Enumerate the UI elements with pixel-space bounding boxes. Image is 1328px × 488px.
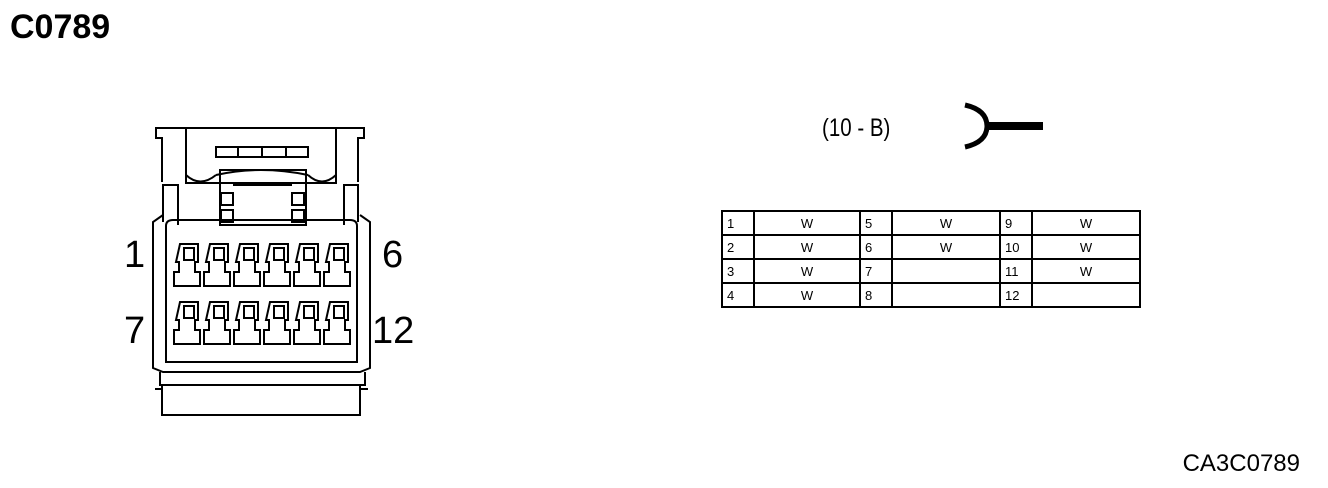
- pin-number: 9: [999, 210, 1033, 236]
- cavity-lock: [183, 305, 195, 319]
- terminal-cavity: [263, 243, 291, 287]
- pin-label-12: 12: [372, 310, 415, 352]
- terminal-cavity: [233, 243, 261, 287]
- cavity-lock: [333, 247, 345, 261]
- pin-wire-color: [891, 258, 1001, 284]
- pin-wire-color: W: [753, 234, 861, 260]
- cavity-lock: [243, 305, 255, 319]
- pin-wire-color: W: [1031, 258, 1141, 284]
- pin-wire-color: W: [753, 258, 861, 284]
- terminal-cavity: [173, 301, 201, 345]
- pin-number: 7: [859, 258, 893, 284]
- pin-wire-color: W: [753, 282, 861, 308]
- pin-number: 1: [721, 210, 755, 236]
- cavity-lock: [333, 305, 345, 319]
- cavity-lock: [183, 247, 195, 261]
- female-terminal-icon: [964, 102, 1043, 150]
- connector-face-icon: [152, 127, 371, 416]
- pin-number: 2: [721, 234, 755, 260]
- terminal-cavity: [293, 301, 321, 345]
- reference-label: (10 - B): [822, 114, 891, 142]
- cavity-lock: [213, 305, 225, 319]
- cavity-lock: [303, 247, 315, 261]
- terminal-cavity: [323, 243, 351, 287]
- terminal-cavity: [173, 243, 201, 287]
- cavity-lock: [273, 305, 285, 319]
- pin-wire-color: W: [753, 210, 861, 236]
- pin-label-6: 6: [382, 234, 404, 276]
- connector-title: C0789: [10, 8, 111, 46]
- terminal-cavity: [203, 243, 231, 287]
- pin-wire-color: W: [891, 234, 1001, 260]
- terminal-cavity: [323, 301, 351, 345]
- terminal-cavity: [263, 301, 291, 345]
- cavity-lock: [243, 247, 255, 261]
- pin-number: 4: [721, 282, 755, 308]
- cavity-lock: [303, 305, 315, 319]
- terminal-cavity: [293, 243, 321, 287]
- pin-wire-color: [1031, 282, 1141, 308]
- pin-number: 5: [859, 210, 893, 236]
- pin-label-1: 1: [124, 234, 146, 276]
- pin-number: 11: [999, 258, 1033, 284]
- pin-number: 12: [999, 282, 1033, 308]
- pin-wire-color: W: [1031, 234, 1141, 260]
- cavity-lock: [213, 247, 225, 261]
- diagram-code: CA3C0789: [1182, 450, 1300, 477]
- pin-wire-color: W: [891, 210, 1001, 236]
- pin-wire-color: W: [1031, 210, 1141, 236]
- terminal-cavity: [203, 301, 231, 345]
- pin-number: 6: [859, 234, 893, 260]
- cavity-lock: [273, 247, 285, 261]
- pin-number: 10: [999, 234, 1033, 260]
- terminal-cavity: [233, 301, 261, 345]
- pin-number: 8: [859, 282, 893, 308]
- pin-label-7: 7: [124, 310, 146, 352]
- pin-number: 3: [721, 258, 755, 284]
- pin-wire-color: [891, 282, 1001, 308]
